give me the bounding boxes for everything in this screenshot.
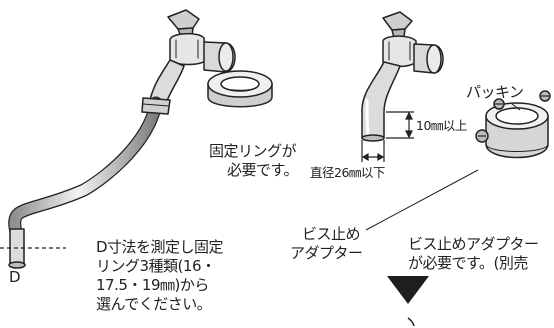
d-label: D	[9, 268, 21, 286]
d-instruction-line-2: リング3種類(16・	[96, 257, 216, 275]
diameter-dimension	[361, 140, 385, 162]
adapter-leader-line	[365, 169, 479, 231]
screw-adapter-line-2: アダプター	[290, 244, 363, 262]
d-instruction-line-1: D寸法を測定し固定	[96, 238, 224, 256]
down-arrow-icon	[387, 276, 429, 304]
fixing-ring-line-1: 固定リングが	[209, 142, 297, 160]
adapter-needed-line-2: が必要です。(別売	[408, 254, 528, 272]
packing-leader-line	[511, 103, 521, 111]
next-step-mark	[407, 317, 415, 327]
d-instruction-line-3: 17.5・19㎜)から	[96, 276, 209, 294]
diameter-label: 直径26㎜以下	[310, 165, 385, 180]
ten-mm-label: 10㎜以上	[416, 118, 467, 133]
screw-adapter-line-1: ビス止め	[302, 225, 361, 243]
ten-mm-dimension	[386, 111, 414, 139]
faucet-long-spout-icon	[8, 9, 236, 269]
fixing-ring-icon	[207, 70, 273, 108]
faucet-short-spout-icon	[361, 11, 444, 142]
packing-label: パッキン	[466, 83, 524, 101]
screw-adapter-icon	[475, 90, 551, 159]
adapter-needed-line-1: ビス止めアダプター	[408, 235, 539, 253]
fixing-ring-line-2: 必要です。	[227, 161, 299, 179]
d-instruction-line-4: 選んでください。	[96, 295, 212, 313]
